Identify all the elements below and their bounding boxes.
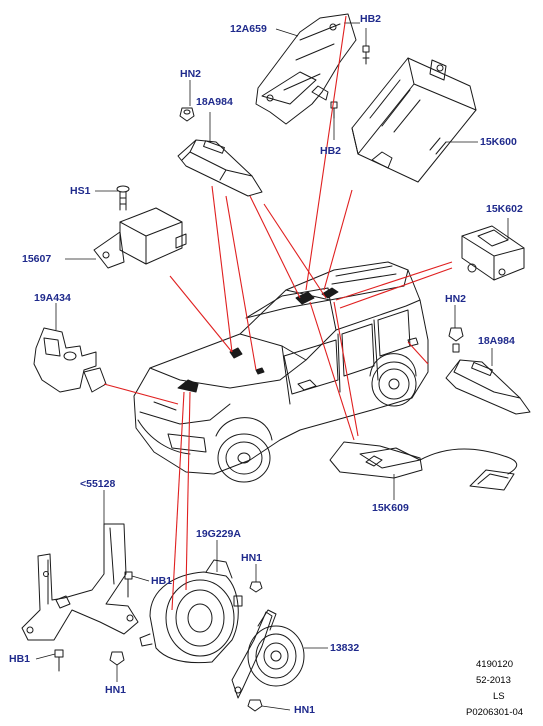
- nut-hn2-drawing: [179, 107, 195, 122]
- bracket-19A434-drawing: [33, 327, 107, 393]
- label-15607: 15607: [22, 253, 52, 265]
- siren-19G229A-drawing: [139, 559, 243, 664]
- nut-hn2-right-drawing: [448, 327, 464, 353]
- label-hn1-left: HN1: [105, 684, 127, 696]
- label-55128: <55128: [80, 478, 116, 490]
- receiver-15K609-drawing: [329, 441, 518, 491]
- bracket-12A659-drawing: [255, 13, 357, 125]
- bracket-55128-drawing: [21, 523, 139, 641]
- leader-lines: [35, 22, 509, 711]
- nut-hn1-drawing: [109, 581, 263, 712]
- label-15K600: 15K600: [480, 136, 517, 148]
- label-hb1-left: HB1: [9, 653, 31, 665]
- horn-13832-drawing: [231, 609, 305, 699]
- reference-date: 52-2013: [476, 675, 511, 686]
- label-hb2-top: HB2: [360, 13, 382, 25]
- label-15K602: 15K602: [486, 203, 523, 215]
- module-15K600-drawing: [351, 57, 477, 183]
- reference-code: 4190120: [476, 659, 513, 670]
- illustration-number: P0206301-04: [466, 707, 524, 718]
- label-13832: 13832: [330, 642, 360, 654]
- label-hn1-top: HN1: [241, 552, 263, 564]
- reference-initials: LS: [493, 691, 505, 702]
- label-19A434: 19A434: [34, 292, 71, 304]
- module-15K602-drawing: [461, 225, 525, 281]
- label-hn2-right: HN2: [445, 293, 467, 305]
- label-hn1-bottom: HN1: [294, 704, 316, 716]
- screw-hs1-drawing: [116, 185, 130, 211]
- label-18A984-top: 18A984: [196, 96, 233, 108]
- red-connector-lines: [103, 15, 453, 611]
- bolt-hb1-drawing: [54, 571, 133, 672]
- label-19G229A: 19G229A: [196, 528, 241, 540]
- label-15K609: 15K609: [372, 502, 409, 514]
- label-18A984-right: 18A984: [478, 335, 515, 347]
- sensor-15607-drawing: [93, 207, 187, 269]
- label-hn2-left: HN2: [180, 68, 202, 80]
- label-hb2-mid: HB2: [320, 145, 342, 157]
- vehicle-outline: [133, 261, 429, 483]
- bolt-hb2-drawing: [330, 45, 370, 119]
- label-hs1: HS1: [70, 185, 91, 197]
- label-hb1-right: HB1: [151, 575, 173, 587]
- bracket-18A984-right-drawing: [445, 359, 531, 415]
- bracket-18A984-top-drawing: [177, 139, 263, 197]
- label-12A659: 12A659: [230, 23, 267, 35]
